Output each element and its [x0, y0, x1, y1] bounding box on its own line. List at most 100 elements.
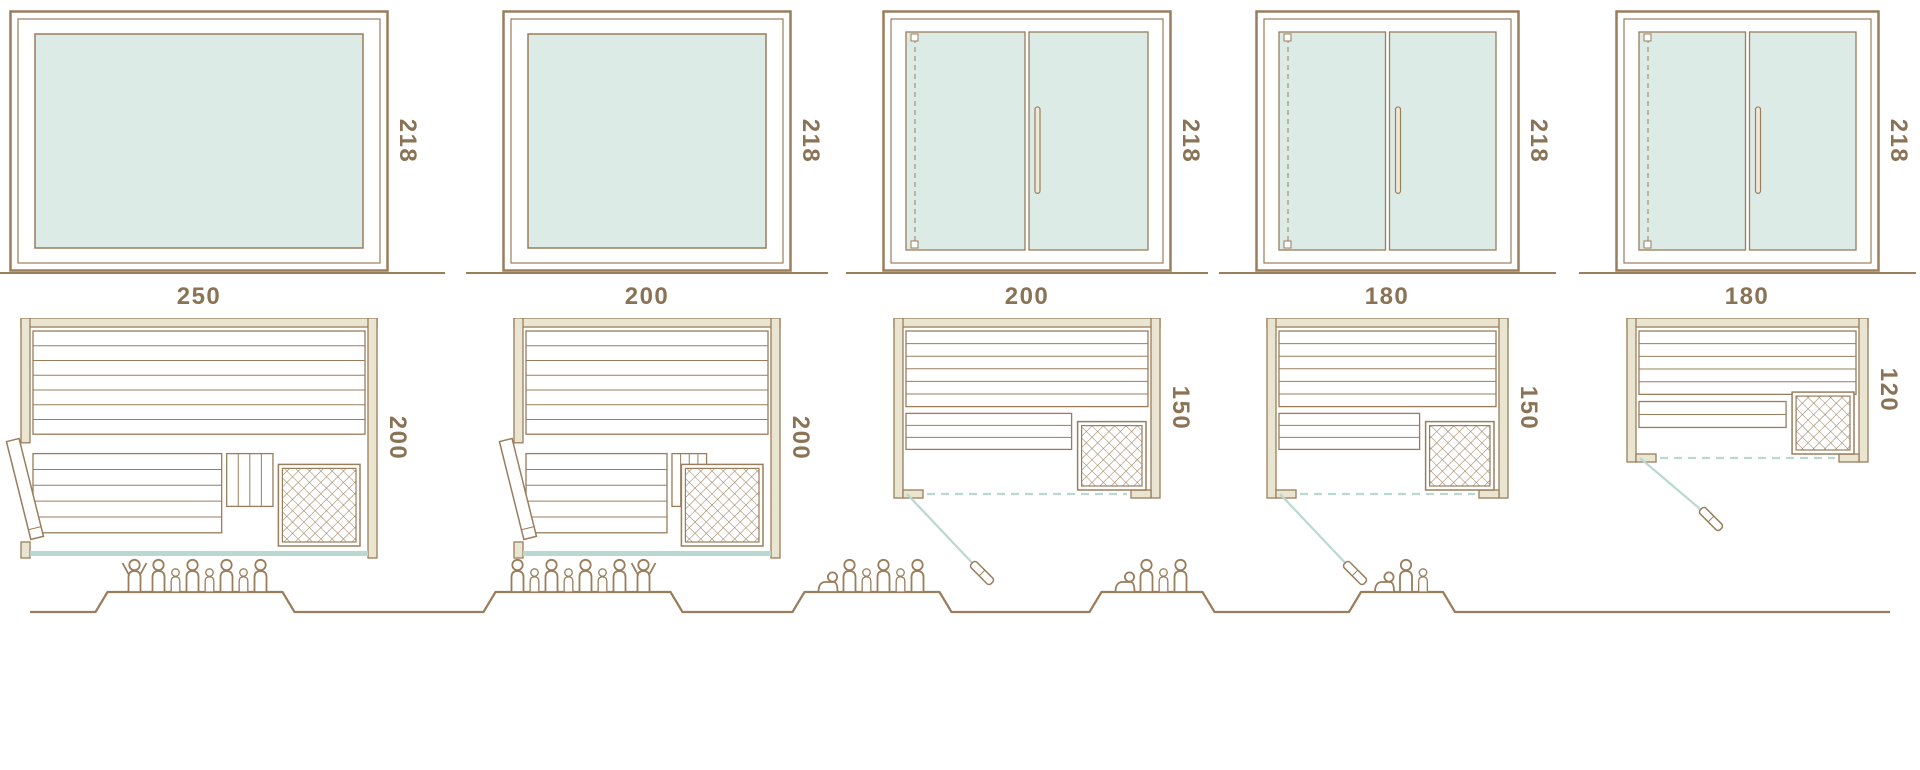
front-height-dimension: 218: [1884, 118, 1912, 164]
person-icon: [861, 568, 872, 593]
front-elevation: [1254, 10, 1520, 272]
glass-door-right: [1388, 31, 1497, 251]
glass-door-left: [1277, 31, 1386, 251]
back-bench: [1277, 330, 1497, 408]
front-width-dimension: 200: [1004, 283, 1050, 310]
ground-line: [1218, 272, 1556, 274]
floor-plan: [1625, 318, 1869, 532]
glass-front-line: [523, 551, 771, 556]
person-icon: [630, 558, 657, 593]
front-width-dimension: 200: [624, 283, 670, 310]
person-icon: [817, 571, 839, 593]
glass-door-left: [1637, 31, 1746, 251]
front-width-dimension: 180: [1724, 283, 1770, 310]
front-elevation: [502, 10, 792, 272]
person-icon: [597, 568, 608, 593]
floor-plan: [1265, 318, 1509, 586]
ground-line: [466, 272, 828, 274]
back-bench: [905, 330, 1149, 408]
glass-panel: [34, 33, 364, 249]
door-swing-line: [1638, 457, 1707, 515]
door-handle-icon: [1394, 106, 1401, 195]
person-icon: [219, 558, 234, 593]
floor-plan: [893, 318, 1161, 586]
door-leaf: [1698, 506, 1723, 532]
front-height-dimension: 218: [1524, 118, 1552, 164]
glass-front-line: [30, 551, 368, 556]
hinge-bottom: [1283, 240, 1291, 249]
door-swing-line: [1278, 493, 1351, 569]
back-bench: [525, 330, 769, 435]
heater-icon: [1076, 420, 1147, 491]
person-icon: [170, 568, 181, 593]
door-swing-line: [906, 493, 978, 569]
door-leaf: [1342, 560, 1367, 586]
person-icon: [1173, 558, 1188, 593]
back-bench: [1637, 330, 1857, 396]
front-elevation: [882, 10, 1172, 272]
front-width-dimension: 250: [176, 283, 222, 310]
person-icon: [253, 558, 268, 593]
door-handle-icon: [1034, 106, 1041, 195]
hinge-bottom: [910, 240, 919, 249]
glass-door-right: [1028, 31, 1149, 251]
person-icon: [151, 558, 166, 593]
person-icon: [1158, 568, 1169, 593]
heater-icon: [1790, 391, 1855, 455]
side-bench: [32, 452, 223, 534]
plan-depth-dimension: 150: [1167, 385, 1194, 431]
person-icon: [529, 568, 540, 593]
person-icon: [1114, 571, 1136, 593]
ground-line: [846, 272, 1208, 274]
person-icon: [204, 568, 215, 593]
person-icon: [563, 568, 574, 593]
door-leaf: [498, 437, 538, 541]
hinge-top: [910, 33, 919, 42]
glass-door-left: [905, 31, 1026, 251]
front-bench: [1277, 412, 1420, 451]
person-icon: [876, 558, 891, 593]
front-height-dimension: 218: [797, 118, 824, 164]
person-icon: [1374, 571, 1395, 593]
front-elevation: [9, 10, 389, 272]
floor-plan: [498, 318, 781, 559]
plan-depth-dimension: 200: [787, 415, 814, 461]
front-height-dimension: 218: [1177, 118, 1204, 164]
hinge-top: [1643, 33, 1651, 42]
person-icon: [578, 558, 593, 593]
front-bench: [905, 412, 1073, 451]
person-icon: [1418, 568, 1428, 593]
ground-profile-line: [30, 590, 1890, 614]
person-icon: [910, 558, 925, 593]
person-icon: [185, 558, 200, 593]
person-icon: [510, 558, 525, 593]
heater-icon: [680, 463, 764, 547]
person-icon: [1399, 558, 1413, 593]
heater-icon: [1424, 420, 1495, 491]
person-icon: [895, 568, 906, 593]
person-icon: [842, 558, 857, 593]
capacity-row: [30, 558, 1890, 614]
front-width-dimension: 180: [1364, 283, 1410, 310]
plan-depth-dimension: 150: [1514, 385, 1542, 431]
ground-line: [0, 272, 445, 274]
front-bench: [1637, 400, 1787, 429]
side-bench: [525, 452, 668, 534]
hinge-bottom: [1643, 240, 1651, 249]
door-handle-icon: [1754, 106, 1761, 195]
glass-panel: [527, 33, 767, 249]
glass-door-right: [1748, 31, 1857, 251]
plan-depth-dimension: 200: [384, 415, 411, 461]
front-elevation: [1614, 10, 1880, 272]
person-icon: [544, 558, 559, 593]
floor-plan: [5, 318, 378, 559]
front-height-dimension: 218: [394, 118, 421, 164]
hinge-top: [1283, 33, 1291, 42]
plan-depth-dimension: 120: [1874, 367, 1902, 413]
ground-line: [1578, 272, 1916, 274]
person-icon: [121, 558, 148, 593]
back-bench: [32, 330, 366, 435]
door-leaf: [969, 560, 995, 586]
person-icon: [612, 558, 627, 593]
